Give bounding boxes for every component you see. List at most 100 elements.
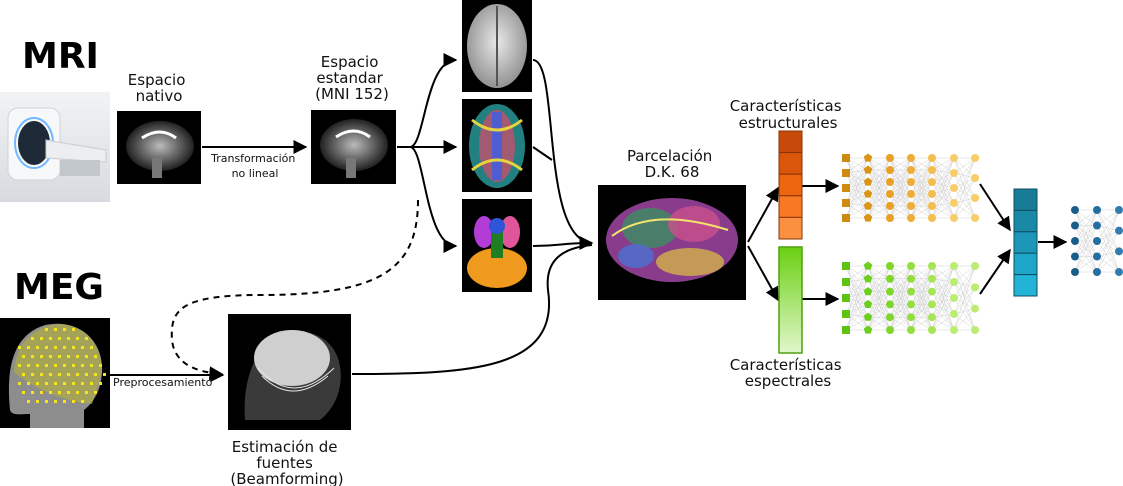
network-node bbox=[928, 274, 936, 283]
network-edge bbox=[931, 169, 955, 189]
native-space-label: Espacio nativo bbox=[128, 71, 190, 105]
network-edge bbox=[953, 172, 976, 219]
meg-sensor bbox=[31, 391, 34, 394]
network-edge bbox=[910, 265, 933, 305]
meg-sensor bbox=[31, 373, 34, 376]
network-edge bbox=[953, 157, 976, 199]
tract-to-parcel-line bbox=[532, 146, 553, 161]
network-edge bbox=[953, 265, 976, 299]
network-edge bbox=[845, 304, 869, 331]
network-edge bbox=[889, 265, 912, 318]
pipeline-arrows bbox=[110, 53, 1068, 382]
meg-sensor bbox=[27, 382, 30, 385]
network-edge bbox=[889, 157, 912, 195]
network-node bbox=[928, 214, 936, 222]
struct-net-to-fusion-arrow bbox=[979, 183, 1011, 232]
meg-sensor bbox=[63, 328, 66, 331]
network-edge bbox=[889, 181, 912, 219]
network-edge bbox=[910, 193, 933, 219]
network-node bbox=[928, 300, 936, 309]
mri-title: MRI bbox=[22, 36, 99, 77]
meg-sensor bbox=[40, 391, 43, 394]
network-edge bbox=[867, 316, 891, 331]
network-edge bbox=[867, 205, 891, 219]
network-edge bbox=[953, 157, 976, 219]
hidden-node bbox=[863, 189, 873, 198]
network-edge bbox=[910, 157, 933, 171]
meg-sensor bbox=[76, 355, 79, 358]
network-node bbox=[1093, 268, 1101, 276]
network-edge bbox=[953, 287, 976, 315]
meg-sensor bbox=[58, 337, 61, 340]
network-edge bbox=[953, 202, 976, 219]
network-edge bbox=[953, 177, 976, 219]
network-node bbox=[950, 214, 958, 222]
network-edge bbox=[931, 265, 955, 331]
network-node bbox=[950, 278, 958, 286]
network-node bbox=[950, 154, 958, 162]
meg-sensor bbox=[22, 391, 25, 394]
source-to-parcel-line bbox=[351, 244, 593, 375]
meg-sensor bbox=[45, 382, 48, 385]
network-edge bbox=[910, 157, 933, 207]
network-edge bbox=[931, 157, 955, 174]
network-edge bbox=[845, 181, 869, 219]
meg-sensor bbox=[94, 373, 97, 376]
tractography-image bbox=[462, 99, 532, 192]
network-edge bbox=[931, 265, 955, 299]
meg-sensor bbox=[63, 400, 66, 403]
network-edge bbox=[1096, 209, 1120, 257]
network-node bbox=[950, 199, 958, 207]
meg-sensor bbox=[36, 382, 39, 385]
cortex-image bbox=[462, 0, 532, 92]
meg-sensor bbox=[40, 355, 43, 358]
meg-sensor bbox=[90, 346, 93, 349]
input-node bbox=[842, 169, 850, 177]
network-edge bbox=[845, 265, 869, 299]
hidden-node bbox=[863, 165, 873, 174]
meg-sensor bbox=[85, 391, 88, 394]
network-node bbox=[1071, 206, 1079, 214]
network-edge bbox=[953, 265, 976, 315]
network-edge bbox=[953, 157, 976, 174]
input-node bbox=[842, 154, 850, 162]
output-network bbox=[1071, 206, 1123, 276]
network-node bbox=[928, 313, 936, 322]
meg-sensor bbox=[58, 391, 61, 394]
network-edge bbox=[845, 265, 869, 315]
source-estimation-image bbox=[228, 314, 351, 430]
spectral-network bbox=[842, 261, 979, 334]
network-node bbox=[971, 283, 979, 292]
network-edge bbox=[931, 278, 955, 299]
parcellation-image bbox=[598, 185, 746, 300]
network-node bbox=[886, 326, 894, 334]
meg-sensor bbox=[76, 337, 79, 340]
network-edge bbox=[845, 157, 869, 204]
network-edge bbox=[1096, 209, 1120, 226]
network-edge bbox=[889, 169, 912, 219]
network-node bbox=[1071, 221, 1079, 230]
network-node bbox=[950, 169, 958, 177]
network-edge bbox=[953, 157, 976, 179]
network-edge bbox=[931, 187, 955, 219]
meg-sensor bbox=[45, 400, 48, 403]
network-edge bbox=[931, 265, 955, 292]
network-edge bbox=[889, 157, 912, 207]
network-edge bbox=[867, 291, 891, 331]
network-node bbox=[907, 326, 915, 334]
network-edge bbox=[931, 281, 955, 305]
meg-sensor bbox=[99, 382, 102, 385]
network-edge bbox=[1096, 209, 1120, 252]
network-edge bbox=[867, 265, 891, 318]
network-edge bbox=[953, 308, 976, 331]
network-edge bbox=[910, 278, 933, 331]
hidden-node bbox=[863, 287, 873, 296]
meg-sensor bbox=[54, 382, 57, 385]
fusion-vector-cell bbox=[1013, 274, 1038, 297]
network-node bbox=[928, 178, 936, 186]
network-edge bbox=[867, 265, 891, 331]
network-node bbox=[928, 190, 936, 198]
network-edge bbox=[845, 172, 869, 219]
network-edge bbox=[931, 169, 955, 204]
